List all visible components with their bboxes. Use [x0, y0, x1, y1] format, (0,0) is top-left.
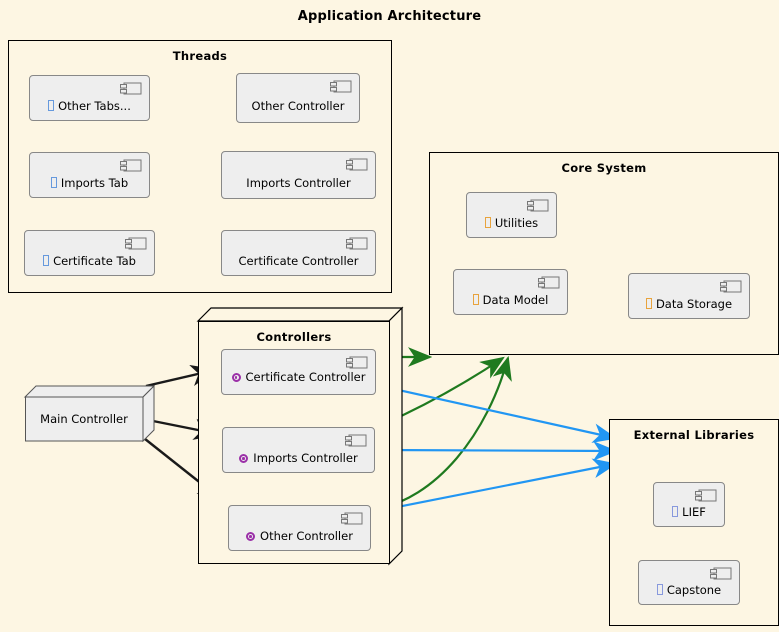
component-label: Imports Controller [223, 451, 374, 465]
component-label: Other Controller [251, 99, 345, 113]
component-icon [120, 82, 142, 95]
component-data-storage[interactable]: Data Storage [628, 273, 750, 319]
component-label: Other Tabs... [30, 99, 149, 113]
component-label: Other Controller [229, 529, 370, 543]
component-label: Certificate Controller [238, 254, 359, 268]
violet-box-glyph [672, 506, 679, 517]
component-data-model[interactable]: Data Model [453, 269, 568, 315]
component-label: Data Storage [629, 297, 749, 311]
blue-box-glyph [43, 255, 50, 266]
orange-box-glyph [645, 298, 652, 309]
arrow-certificate-controller-to-external-libraries [375, 383, 618, 443]
component-icon [346, 158, 368, 171]
main-controller-3d-bevel [23, 384, 156, 443]
violet-box-glyph [656, 584, 663, 595]
purple-ring-glyph [246, 532, 256, 541]
component-other-tabs[interactable]: Other Tabs... [29, 75, 150, 121]
component-icon [527, 199, 549, 212]
component-label: Capstone [639, 583, 739, 597]
component-certificate-controller[interactable]: Certificate Controller [221, 349, 376, 395]
blue-box-glyph [50, 177, 57, 188]
main-controller-label: Main Controller [40, 412, 128, 426]
component-icon [330, 80, 352, 93]
group-threads-title: Threads [172, 49, 228, 63]
component-imports-controller[interactable]: Imports Controller [222, 427, 375, 473]
group-external-libraries-title: External Libraries [633, 428, 755, 442]
component-label: Imports Tab [30, 176, 149, 190]
component-label: Utilities [467, 216, 556, 230]
component-icon [720, 280, 742, 293]
orange-box-glyph [472, 294, 479, 305]
component-imports-tab[interactable]: Imports Tab [29, 152, 150, 198]
component-icon [695, 489, 717, 502]
orange-box-glyph [484, 217, 491, 228]
component-icon [346, 356, 368, 369]
page-title: Application Architecture [297, 9, 482, 24]
component-icon [346, 237, 368, 250]
component-certificate-tab[interactable]: Certificate Tab [24, 230, 155, 276]
component-label: Certificate Controller [222, 370, 375, 384]
component-utilities[interactable]: Utilities [466, 192, 557, 238]
component-icon [345, 434, 367, 447]
purple-ring-glyph [231, 373, 241, 382]
component-icon [710, 567, 732, 580]
arrow-imports-controller-to-external-libraries [375, 441, 618, 461]
controllers-3d-bevel [196, 306, 404, 566]
component-imports-controller-thread[interactable]: Imports Controller [221, 151, 376, 199]
group-controllers-title: Controllers [256, 330, 332, 344]
component-other-controller[interactable]: Other Controller [228, 505, 371, 551]
component-icon [341, 512, 363, 525]
group-core-system-title: Core System [561, 161, 647, 175]
component-label: Certificate Tab [25, 254, 154, 268]
component-icon [538, 276, 560, 289]
component-label: LIEF [654, 505, 724, 519]
component-label: Imports Controller [246, 176, 351, 190]
component-label: Data Model [454, 293, 567, 307]
component-icon [120, 159, 142, 172]
component-lief[interactable]: LIEF [653, 482, 725, 527]
blue-box-glyph [48, 100, 55, 111]
component-certificate-controller-thread[interactable]: Certificate Controller [221, 230, 376, 276]
node-main-controller[interactable]: Main Controller [23, 384, 156, 443]
group-core-system: Core System [429, 152, 779, 355]
arrow-other-controller-to-external-libraries [371, 458, 618, 514]
purple-ring-glyph [239, 454, 249, 463]
component-other-controller-thread[interactable]: Other Controller [236, 73, 360, 123]
component-icon [125, 237, 147, 250]
component-capstone[interactable]: Capstone [638, 560, 740, 605]
